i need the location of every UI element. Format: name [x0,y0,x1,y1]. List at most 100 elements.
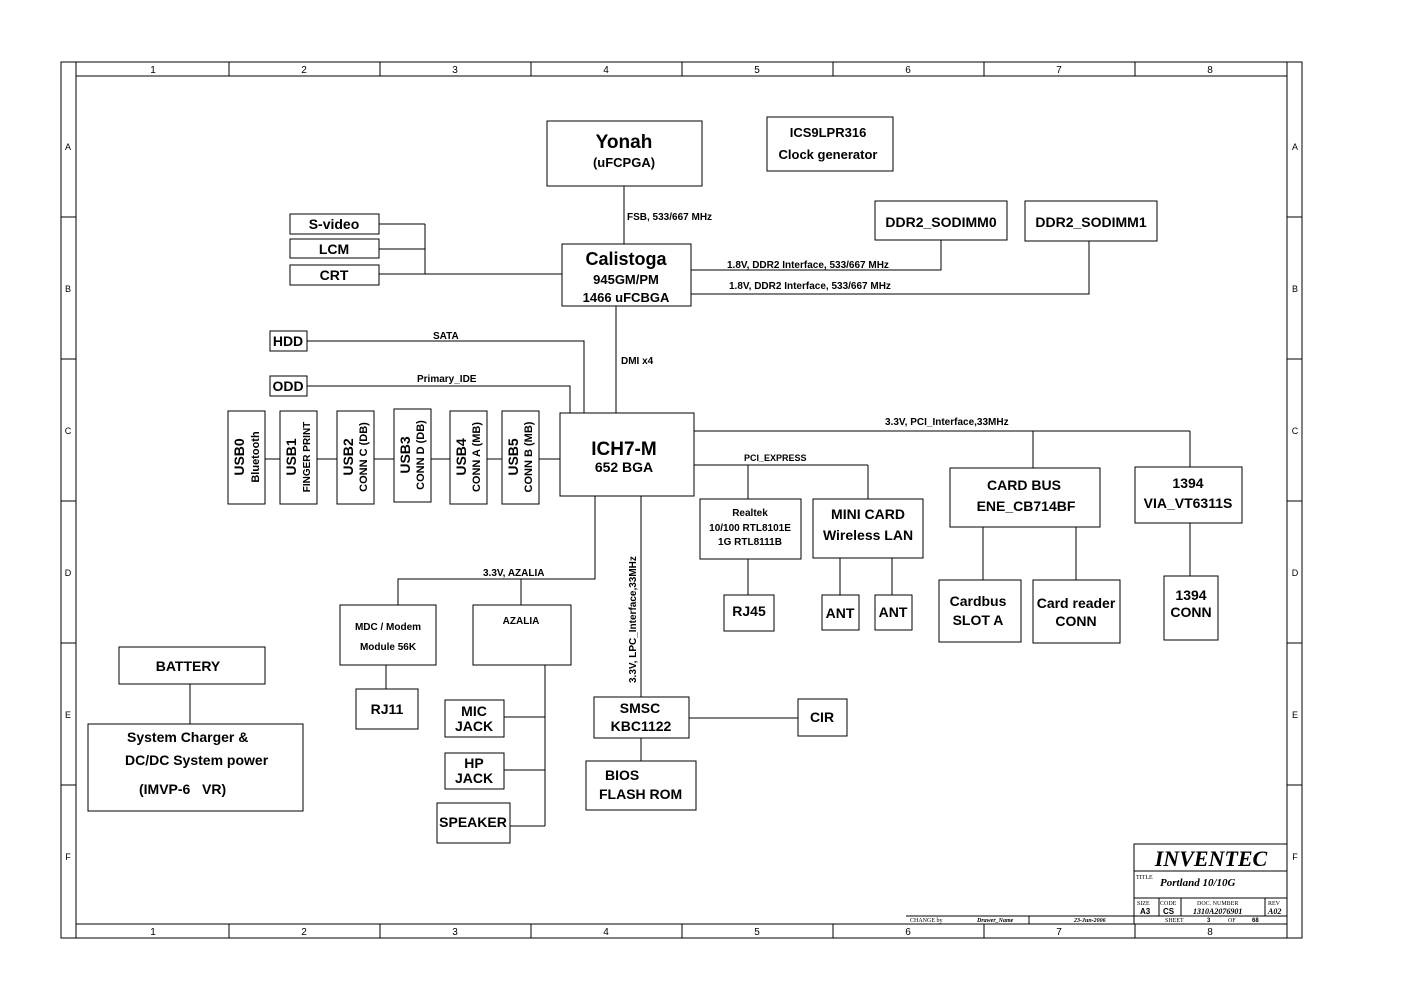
drawer-name: Drawer_Name [976,918,1014,924]
sata-label: SATA [433,331,459,342]
crt-block: CRT [289,264,380,286]
calistoga-model: 945GM/PM [593,272,659,287]
mdc-name: MDC / Modem [355,622,421,633]
size-label: SIZE [1137,901,1150,907]
title-label: TITLE [1136,875,1153,881]
row-label-left-F: F [65,852,71,862]
col-label-bottom-1: 1 [150,927,156,938]
usb5-desc: CONN B (MB) [523,421,535,492]
ddr-bus-label-0: 1.8V, DDR2 Interface, 533/667 MHz [727,260,889,271]
realtek-model-1: 10/100 RTL8101E [709,523,791,534]
row-label-right-E: E [1292,710,1298,720]
smsc-name: SMSC [620,700,660,716]
smsc-model: KBC1122 [611,718,672,734]
usb0-name: USB0 [231,438,247,476]
drawing-title: Portland 10/10G [1160,877,1236,889]
row-label-left-A: A [65,142,71,152]
calistoga-name: Calistoga [585,249,667,269]
mini-card-desc: Wireless LAN [823,527,913,543]
row-label-right-D: D [1292,568,1299,578]
pcie-label: PCI_EXPRESS [744,453,807,463]
bios-flash-block: BIOS FLASH ROM [585,760,697,811]
rj45-block: RJ45 [723,594,775,632]
lpc-label: 3.3V, LPC_Interface,33MHz [628,556,639,683]
fsb-label: FSB, 533/667 MHz [627,212,712,223]
rev-label: REV [1268,901,1281,907]
size-value: A3 [1140,907,1151,916]
sheet-number: 3 [1207,918,1211,924]
charger-line-3: (IMVP-6 VR) [139,781,226,797]
odd-block: ODD [269,375,308,397]
usb3-desc: CONN D (DB) [415,420,427,490]
usb5-name: USB5 [505,438,521,476]
ide-label: Primary_IDE [417,374,477,385]
col-label-top-2: 2 [301,65,307,76]
ieee1394-controller-block: 1394 VIA_VT6311S [1134,466,1243,524]
antenna-2-block: ANT [874,594,913,631]
hp-jack-name: HP [464,755,483,771]
company-name: INVENTEC [1154,846,1268,871]
card-reader-block: Card reader CONN [1032,579,1121,644]
row-label-left-D: D [65,568,72,578]
usb0-desc: Bluetooth [250,431,262,483]
crt-label: CRT [320,267,349,283]
sheet-border [60,61,1303,939]
cardbus-slot-id: SLOT A [953,612,1004,628]
realtek-model-2: 1G RTL8111B [718,537,782,548]
doc-number: 1310A2076901 [1193,907,1242,916]
usb2-block: USB2 CONN C (DB) [336,410,375,505]
mic-jack-label: JACK [455,718,493,734]
usb2-name: USB2 [340,438,356,476]
col-label-top-8: 8 [1207,65,1213,76]
col-label-top-7: 7 [1056,65,1062,76]
cpu-package: (uFCPGA) [593,155,655,170]
speaker-label: SPEAKER [439,814,507,830]
realtek-name: Realtek [732,508,768,519]
connection-lines [189,186,1191,827]
usb2-desc: CONN C (DB) [358,422,370,492]
cardbus-slot-name: Cardbus [950,593,1007,609]
charger-line-2: DC/DC System power [125,752,269,768]
azalia-bus-label: 3.3V, AZALIA [483,568,545,579]
cardbus-name: CARD BUS [987,477,1061,493]
battery-label: BATTERY [156,658,221,674]
usb4-desc: CONN A (MB) [471,422,483,492]
calistoga-block: Calistoga 945GM/PM 1466 uFCBGA [561,243,692,307]
realtek-lan-block: Realtek 10/100 RTL8101E 1G RTL8111B [699,498,802,560]
col-label-top-1: 1 [150,65,156,76]
lcm-label: LCM [319,241,349,257]
sheet-total: 68 [1252,918,1259,924]
rev-value: A02 [1267,907,1281,916]
col-label-top-6: 6 [905,65,911,76]
of-label: OF [1228,918,1236,924]
sheet-label: SHEET [1165,918,1184,924]
ich7m-block: ICH7-M 652 BGA [559,412,695,497]
battery-block: BATTERY [118,646,266,685]
hp-jack-label: JACK [455,770,493,786]
smsc-kbc-block: SMSC KBC1122 [593,696,690,739]
col-label-bottom-7: 7 [1056,927,1062,938]
usb3-name: USB3 [397,436,413,474]
usb1-desc: FINGER PRINT [302,422,313,493]
usb5-block: USB5 CONN B (MB) [501,410,540,505]
dmi-label: DMI x4 [621,356,654,367]
bios-name: BIOS [605,767,639,783]
svideo-label: S-video [309,216,360,232]
col-label-bottom-5: 5 [754,927,760,938]
col-label-bottom-4: 4 [603,927,609,938]
usb0-block: USB0 Bluetooth [227,410,266,505]
col-label-bottom-8: 8 [1207,927,1213,938]
row-label-right-F: F [1292,852,1298,862]
clock-generator-block: ICS9LPR316 Clock generator [766,116,894,172]
mic-jack-block: MIC JACK [444,699,505,738]
usb3-block: USB3 CONN D (DB) [393,408,432,503]
sodimm1-label: DDR2_SODIMM1 [1035,214,1146,230]
odd-label: ODD [272,378,303,394]
cir-block: CIR [797,698,848,737]
system-charger-block: System Charger & DC/DC System power (IMV… [87,723,304,812]
ieee1394-model: VIA_VT6311S [1144,495,1233,511]
cpu-yonah-block: Yonah (uFCPGA) [546,120,703,187]
rj45-label: RJ45 [732,603,766,619]
cardbus-slot-block: Cardbus SLOT A [938,579,1022,643]
